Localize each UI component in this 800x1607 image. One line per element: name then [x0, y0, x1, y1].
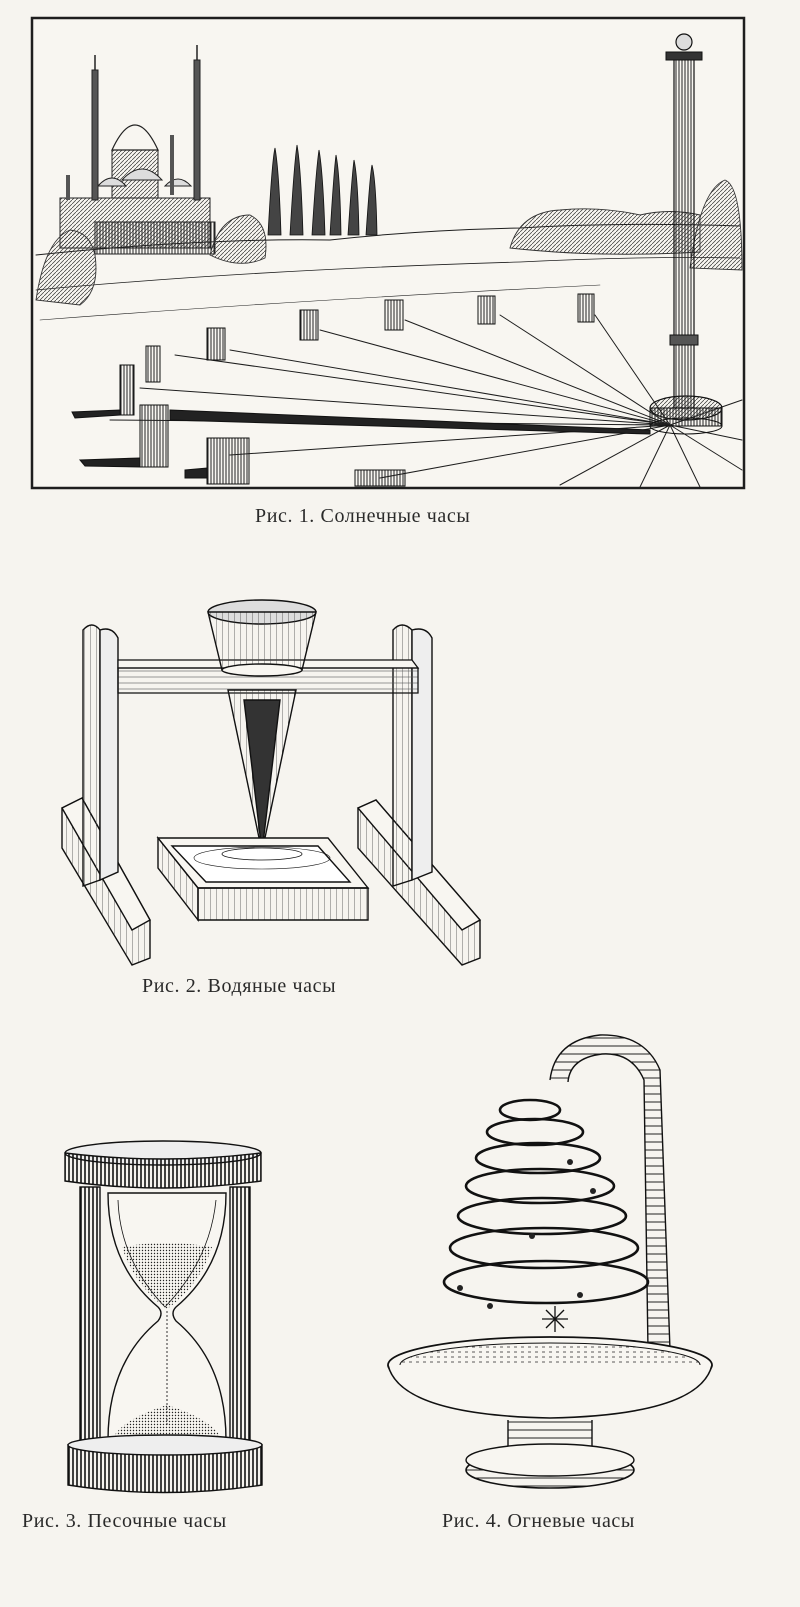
spiral-stand — [549, 1034, 671, 1351]
figure-2-caption: Рис. 2. Водяные часы — [142, 975, 337, 997]
funnel-vessel — [207, 599, 317, 853]
hourglass-illustration — [64, 1140, 263, 1494]
cypress-trees — [267, 144, 378, 236]
hourglass-bottom-cap — [67, 1434, 263, 1456]
frame-left — [61, 624, 151, 966]
bushes — [35, 179, 743, 306]
spark — [542, 1306, 568, 1332]
hour-lines — [109, 314, 743, 488]
catch-bowl — [387, 1336, 713, 1489]
water-clock-illustration — [61, 599, 482, 966]
hour-stones — [71, 293, 651, 487]
sundial-illustration — [30, 16, 746, 490]
figure-1-sundial: Рис. 1. Солнечные часы — [0, 0, 800, 545]
gnomon-pole — [649, 33, 723, 435]
figure-4-fire-clock: Рис. 4. Огневые часы — [380, 1020, 800, 1595]
figure-4-caption: Рис. 4. Огневые часы — [442, 1510, 635, 1532]
figure-3-caption: Рис. 3. Песочные часы — [22, 1510, 227, 1532]
hourglass-post-left — [79, 1186, 101, 1446]
fire-clock-illustration — [387, 1034, 713, 1489]
figure-1-caption: Рис. 1. Солнечные часы — [255, 505, 471, 527]
figure-3-hourglass: Рис. 3. Песочные часы — [0, 1135, 380, 1595]
weights — [457, 1159, 596, 1309]
incense-spiral — [442, 1098, 650, 1305]
figure-2-water-clock: Рис. 2. Водяные часы — [0, 590, 800, 1010]
water-basin — [156, 836, 370, 923]
hourglass-post-right — [229, 1186, 251, 1446]
